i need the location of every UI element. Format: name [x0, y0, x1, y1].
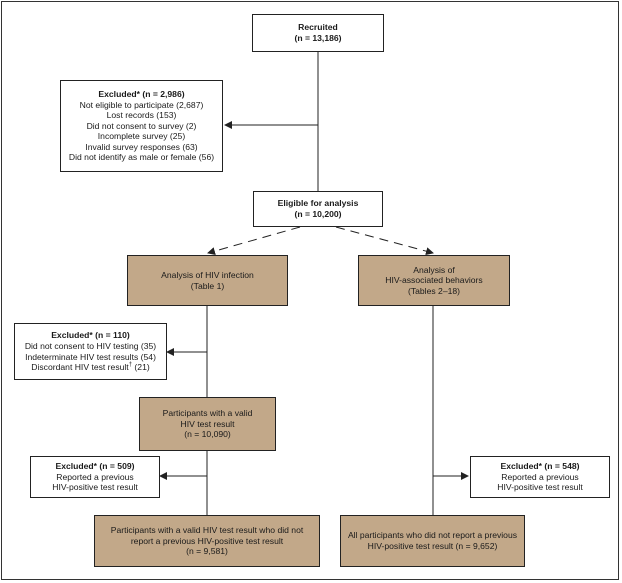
excluded-box-2: Excluded* (n = 110) Did not consent to H…: [14, 323, 167, 380]
hiv-infection-table-ref: (Table 1): [190, 280, 225, 291]
excluded-box-1: Excluded* (n = 2,986) Not eligible to pa…: [60, 80, 223, 172]
final-right-label-1: All participants who did not report a pr…: [347, 530, 518, 541]
excluded-2-item: Indeterminate HIV test results (54): [25, 351, 156, 362]
excluded-2-discordant-count: (21): [132, 362, 150, 373]
valid-test-label-1: Participants with a valid: [162, 408, 253, 419]
final-left-label-1: Participants with a valid HIV test resul…: [110, 525, 304, 536]
dashed-arrow-to-hiv-behaviors: [335, 226, 434, 256]
excluded-4-item: HIV-positive test result: [497, 482, 583, 493]
final-right-box: All participants who did not report a pr…: [340, 515, 525, 567]
recruited-count: (n = 13,186): [294, 33, 342, 43]
dagger-footnote-mark: †: [128, 362, 133, 369]
final-right-label-2: HIV-positive test result (n = 9,652): [367, 541, 498, 551]
excluded-4-item: Reported a previous: [501, 471, 579, 482]
excluded-1-item: Did not identify as male or female (56): [68, 152, 215, 163]
excluded-box-3: Excluded* (n = 509) Reported a previous …: [30, 456, 160, 498]
excluded-1-item: Lost records (153): [106, 110, 177, 121]
hiv-behaviors-table-ref: (Tables 2–18): [407, 285, 461, 296]
excluded-2-item: Discordant HIV test result† (21): [31, 362, 149, 373]
excluded-1-title: Excluded* (n = 2,986): [98, 88, 185, 99]
excluded-3-item: HIV-positive test result: [52, 482, 138, 493]
eligible-box: Eligible for analysis (n = 10,200): [253, 191, 383, 227]
hiv-behaviors-label-1: Analysis of: [413, 264, 455, 275]
excluded-4-title: Excluded* (n = 548): [500, 461, 580, 472]
hiv-infection-box: Analysis of HIV infection (Table 1): [127, 255, 288, 306]
excluded-3-item: Reported a previous: [56, 471, 134, 482]
eligible-title: Eligible for analysis: [277, 198, 359, 209]
excluded-1-item: Invalid survey responses (63): [85, 141, 198, 152]
recruited-title: Recruited: [298, 22, 338, 33]
hiv-behaviors-label-2: HIV-associated behaviors: [385, 275, 483, 286]
excluded-2-discordant-label: Discordant HIV test result: [31, 362, 129, 373]
final-left-box: Participants with a valid HIV test resul…: [94, 515, 320, 567]
valid-test-label-2: HIV test result: [180, 418, 235, 429]
eligible-count: (n = 10,200): [294, 209, 342, 219]
final-left-label-2: report a previous HIV-positive test resu…: [130, 535, 284, 546]
excluded-3-title: Excluded* (n = 509): [55, 461, 135, 472]
dashed-arrow-to-hiv-infection: [207, 226, 301, 255]
excluded-2-item: Did not consent to HIV testing (35): [24, 340, 157, 351]
recruited-box: Recruited (n = 13,186): [252, 14, 384, 52]
excluded-2-title: Excluded* (n = 110): [51, 330, 130, 341]
hiv-behaviors-box: Analysis of HIV-associated behaviors (Ta…: [358, 255, 510, 306]
final-left-count: (n = 9,581): [186, 546, 228, 557]
excluded-1-item: Did not consent to survey (2): [86, 120, 197, 131]
excluded-1-item: Incomplete survey (25): [97, 131, 186, 142]
excluded-box-4: Excluded* (n = 548) Reported a previous …: [470, 456, 610, 498]
valid-test-box: Participants with a valid HIV test resul…: [139, 397, 276, 451]
excluded-1-item: Not eligible to participate (2,687): [79, 99, 204, 110]
hiv-infection-label: Analysis of HIV infection: [161, 269, 254, 280]
valid-test-count: (n = 10,090): [184, 429, 231, 440]
